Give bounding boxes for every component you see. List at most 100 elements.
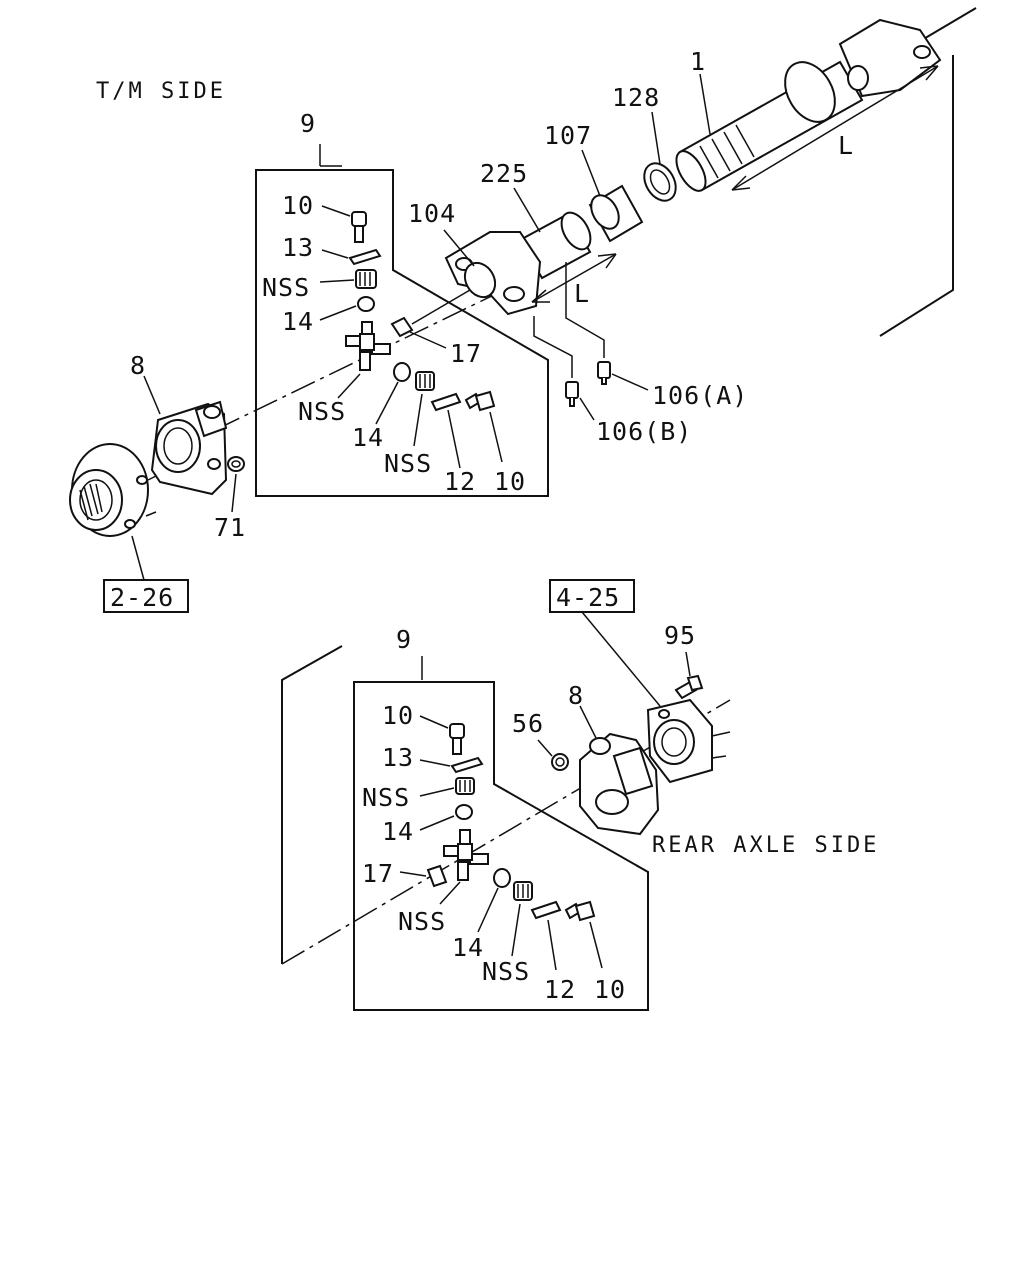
lower-kit-box <box>353 681 649 1011</box>
leader-106a <box>611 373 649 391</box>
upper-kit-box <box>255 169 549 497</box>
callout-nss-a: NSS <box>262 273 310 302</box>
dim-arrow-L2-right <box>597 253 617 269</box>
leader-ref-2-26 <box>131 535 145 581</box>
slip-yoke-end <box>560 211 592 251</box>
seal-14-top <box>357 296 375 312</box>
leader-56 <box>537 739 553 757</box>
leader-106b-upper <box>533 316 573 378</box>
callout-nss-c-lower: NSS <box>482 957 530 986</box>
upper-frame-right-line <box>879 55 954 337</box>
leader-13 <box>321 249 349 259</box>
leader-12 <box>447 409 461 469</box>
grease-fitting-106b <box>565 381 579 407</box>
tm-side-caption: T/M SIDE <box>96 79 226 104</box>
leader-10b-lower <box>589 921 603 969</box>
seal-14-lower-bottom <box>493 868 511 888</box>
callout-12-lower: 12 <box>544 975 576 1004</box>
companion-flange-rear <box>646 698 731 784</box>
callout-56: 56 <box>512 709 544 738</box>
shaft-collar <box>784 61 836 123</box>
leader-nss-c <box>413 393 423 447</box>
ref-box-2-26 <box>103 579 189 613</box>
leader-106a-upper <box>565 262 605 358</box>
shaft-spline-end <box>675 150 707 192</box>
callout-10b: 10 <box>494 467 526 496</box>
lock-plate-12-lower <box>530 900 562 920</box>
dim-label-L1: L <box>838 131 854 160</box>
leader-17-lower <box>399 871 427 877</box>
leader-nss-b-lower <box>439 881 461 905</box>
callout-14b-lower: 14 <box>452 933 484 962</box>
needle-bearing-nss-lower <box>415 371 435 391</box>
dim-arrow-L1-right <box>919 65 939 81</box>
dim-label-L2: L <box>574 279 590 308</box>
leader-106b <box>579 397 595 421</box>
callout-nss-b-lower: NSS <box>398 907 446 936</box>
bolt-10-lower-top <box>449 723 465 755</box>
callout-10a: 10 <box>282 191 314 220</box>
companion-flange-tm <box>69 443 157 537</box>
leader-nss-a-lower <box>419 787 455 797</box>
callout-106b: 106(B) <box>596 417 692 446</box>
nut-56-inner <box>555 757 565 767</box>
leader-14a <box>319 305 357 321</box>
leader-8-upper <box>143 375 161 415</box>
callout-9-lower: 9 <box>396 625 412 654</box>
bolt-10-lower-bottom <box>564 900 596 922</box>
bolt-10-lower <box>464 390 496 412</box>
callout-8-upper: 8 <box>130 351 146 380</box>
leader-71 <box>231 473 237 513</box>
shaft-spline-marks <box>699 124 755 179</box>
callout-95: 95 <box>664 621 696 650</box>
grease-nipple-17-upper <box>390 316 414 338</box>
ref-box-4-25 <box>549 579 635 613</box>
flange-yoke-8-lower <box>579 732 660 836</box>
dim-arrow-L1-left <box>731 175 751 191</box>
upper-joint-axis <box>177 291 501 449</box>
leader-14a-lower <box>419 815 455 831</box>
nut-56 <box>551 753 569 771</box>
grease-fitting-106a <box>597 361 611 385</box>
bolt-10-top <box>351 211 367 243</box>
callout-13: 13 <box>282 233 314 262</box>
seal-128 <box>643 162 677 202</box>
lower-assembly: 9 10 13 NSS 14 <box>281 579 731 1011</box>
callout-106a: 106(A) <box>652 381 748 410</box>
callout-17: 17 <box>450 339 482 368</box>
callout-13-lower: 13 <box>382 743 414 772</box>
leader-9-upper <box>319 144 342 167</box>
leader-17-to-yoke <box>411 289 471 325</box>
callout-225: 225 <box>480 159 528 188</box>
lock-plate-13 <box>348 248 382 266</box>
leader-104 <box>443 229 475 267</box>
callout-104: 104 <box>408 199 456 228</box>
callout-10a-lower: 10 <box>382 701 414 730</box>
leader-225 <box>513 187 541 233</box>
leader-14b-lower <box>477 887 499 933</box>
callout-14a-lower: 14 <box>382 817 414 846</box>
spider-cross-lower <box>443 829 489 881</box>
ref-label-2-26: 2-26 <box>110 583 174 612</box>
leader-13-lower <box>419 759 451 767</box>
leader-128 <box>651 111 661 165</box>
leader-107 <box>581 149 601 197</box>
needle-bearing-nss-top <box>355 269 377 289</box>
lock-plate-12 <box>430 392 462 412</box>
seal-128-inner <box>649 169 671 195</box>
callout-14b: 14 <box>352 423 384 452</box>
dim-arrow-L2-left <box>531 289 550 303</box>
callout-17-lower: 17 <box>362 859 394 888</box>
leader-10a-lower <box>419 715 449 729</box>
cap-104 <box>463 261 497 299</box>
leader-10b <box>489 411 503 463</box>
callout-10b-lower: 10 <box>594 975 626 1004</box>
slip-yoke-hole <box>503 286 525 302</box>
nut-71 <box>227 456 245 472</box>
callout-nss-a-lower: NSS <box>362 783 410 812</box>
leader-nss-c-lower <box>511 903 521 957</box>
callout-14a: 14 <box>282 307 314 336</box>
grease-nipple-17-lower <box>426 864 448 888</box>
leader-14b <box>375 381 399 425</box>
callout-128: 128 <box>612 83 660 112</box>
